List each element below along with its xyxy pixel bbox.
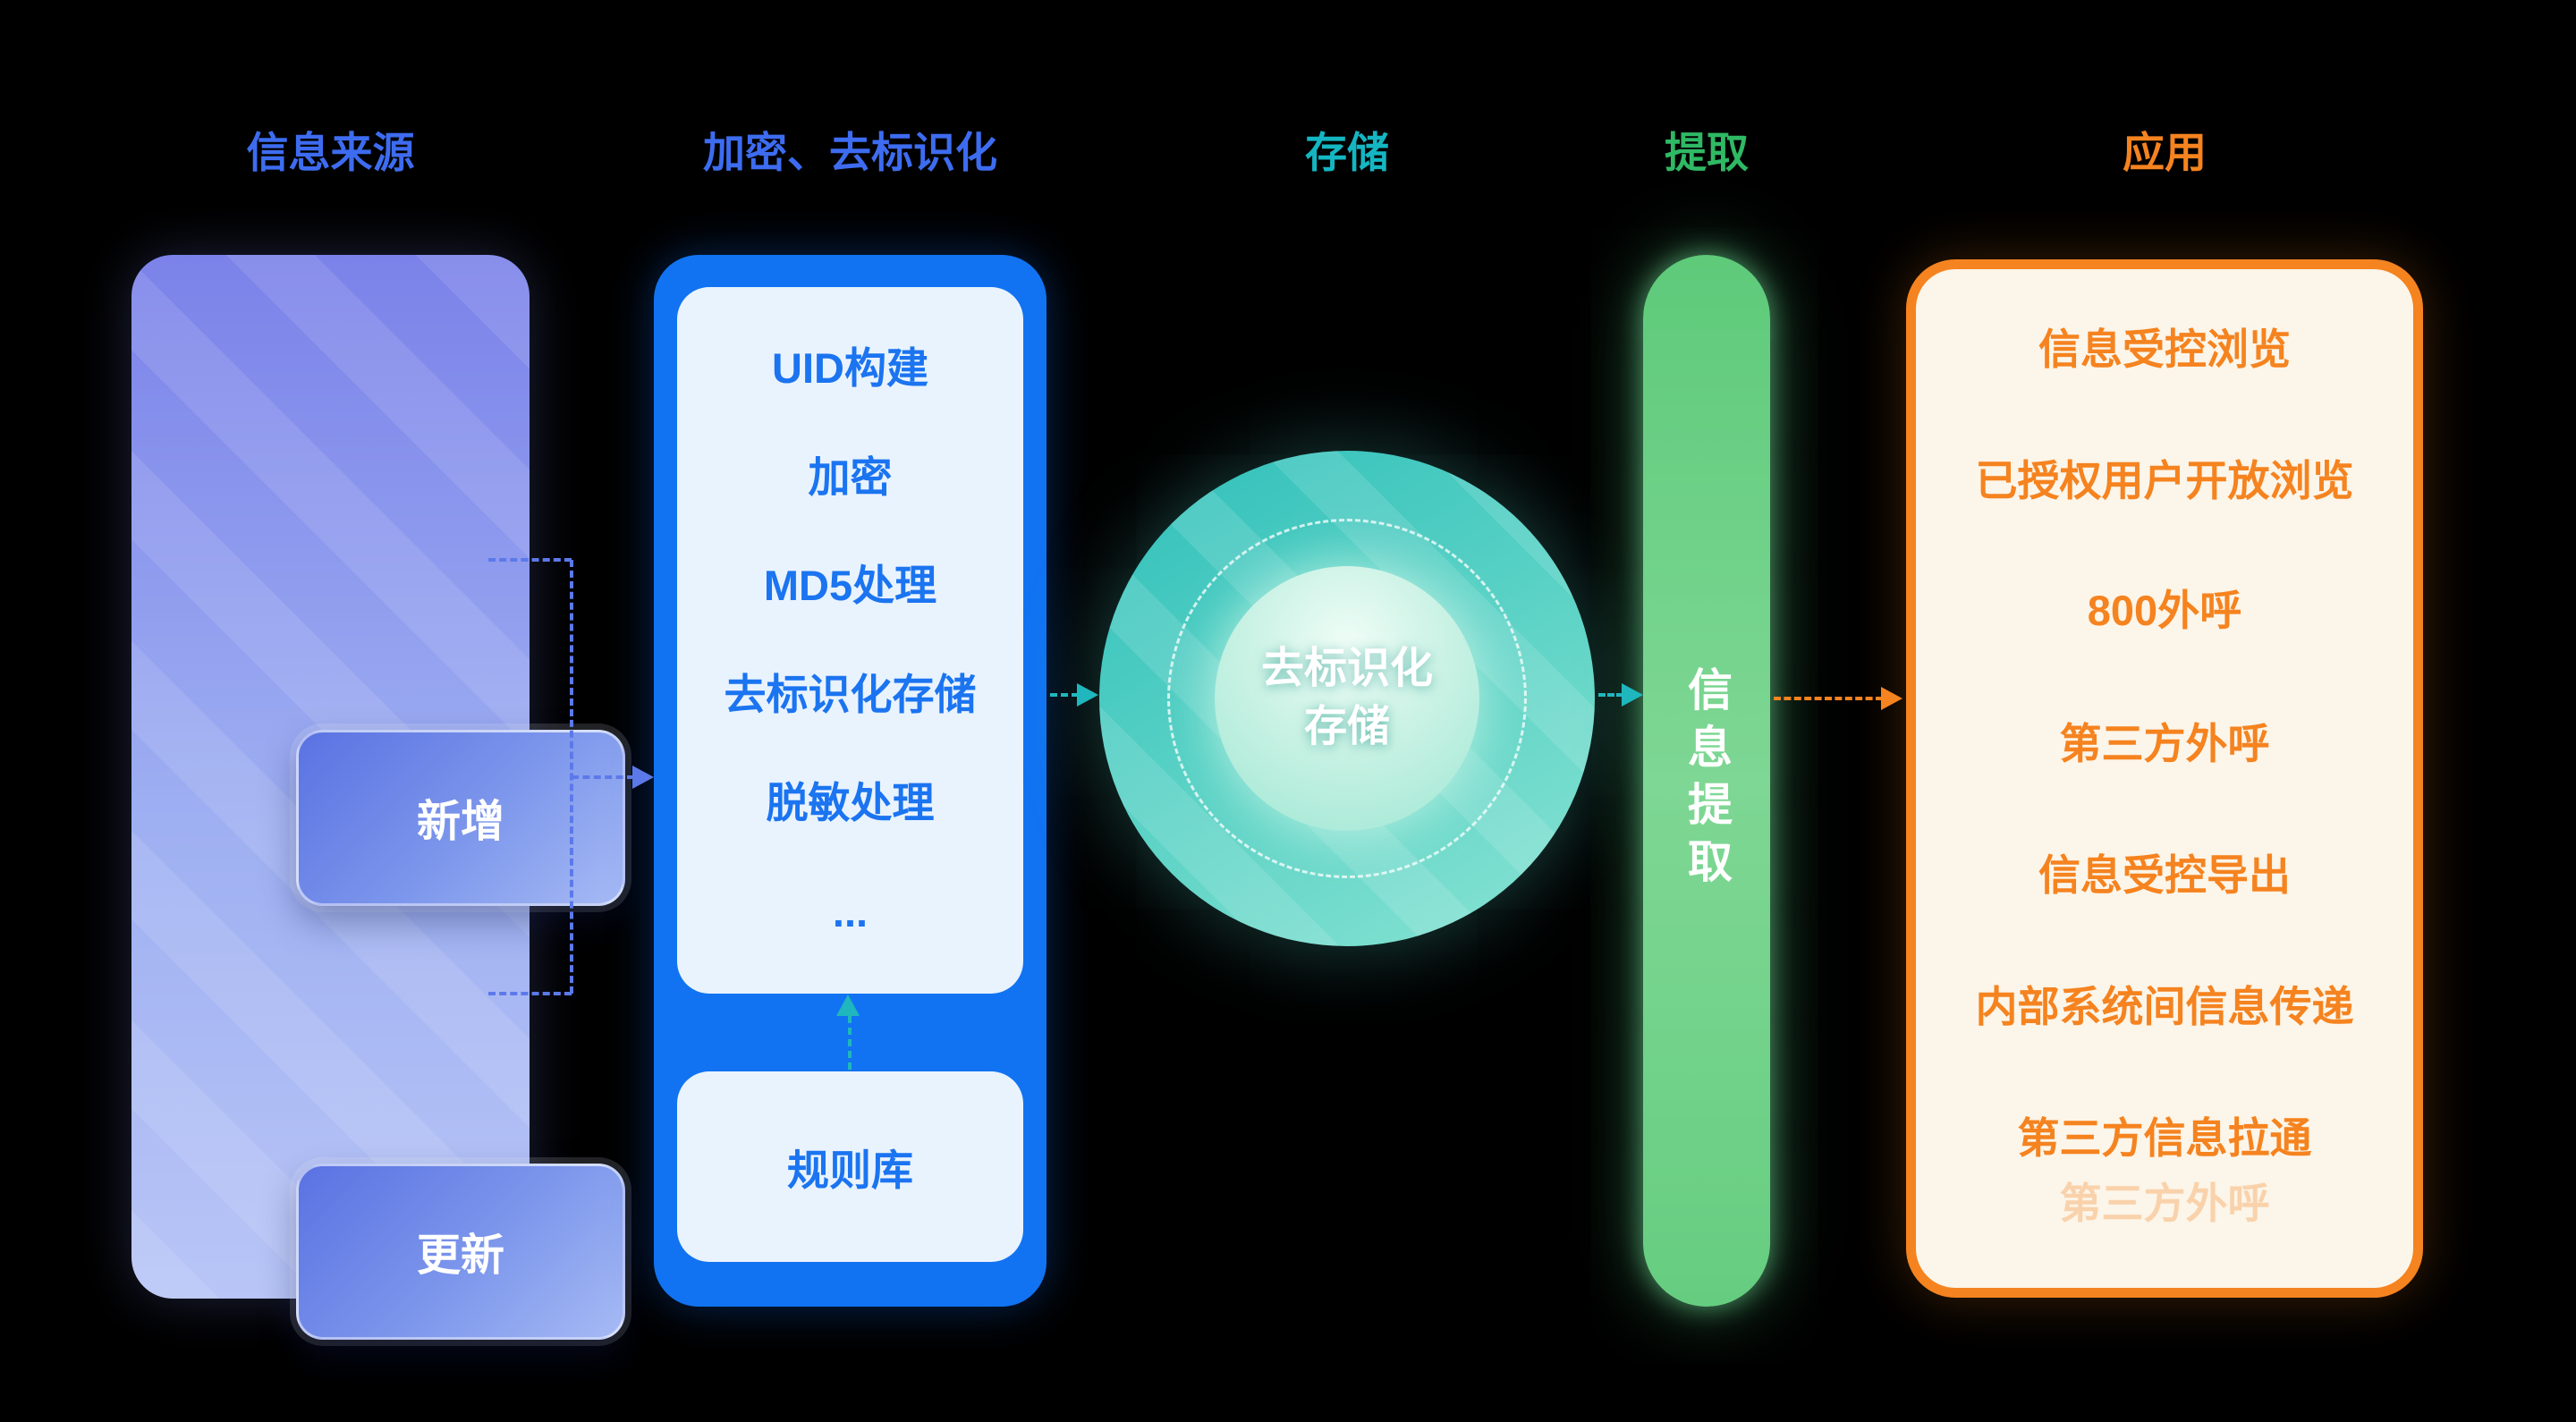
source-item-new: 新增 [296,730,625,906]
header-storage: 存储 [1305,129,1389,176]
arrow-source-to-encrypt [572,775,634,779]
arrow-extract-to-apps [1774,697,1883,700]
header-apps: 应用 [2123,129,2207,176]
arrowhead-rulelib-to-steps [836,995,860,1016]
storage-core: 去标识化 存储 [1215,566,1479,831]
arrow-storage-to-extract [1598,693,1623,697]
encrypt-step-more: ... [832,887,869,935]
app-item-internal-transfer: 内部系统间信息传递 [1975,983,2354,1030]
source-item-update-label: 更新 [416,1232,504,1280]
app-item-authorized-browse: 已授权用户开放浏览 [1975,457,2354,504]
arrowhead-source-to-encrypt [632,766,654,789]
app-item-800-outbound: 800外呼 [2087,587,2242,634]
arrowhead-encrypt-to-storage [1077,683,1098,707]
extract-bar: 信息提取 [1643,255,1770,1307]
encrypt-step-encrypt: 加密 [808,453,893,501]
storage-dashed-ring [1167,519,1527,878]
header-source: 信息来源 [246,129,415,176]
encrypt-step-deid-store: 去标识化存储 [724,670,977,718]
encrypt-step-uid: UID构建 [772,344,928,393]
app-item-thirdparty-sync: 第三方信息拉通 [2017,1114,2312,1162]
source-panel: 新增 更新 [131,255,625,1340]
app-item-thirdparty-outbound: 第三方外呼 [2059,720,2270,767]
arrow-new-to-junction [488,558,572,562]
source-item-new-label: 新增 [416,798,504,846]
extract-bar-label: 信息提取 [1682,666,1732,895]
storage-core-label-line1: 去标识化 [1260,645,1433,693]
arrowhead-storage-to-extract [1622,683,1643,707]
arrow-encrypt-to-storage [1050,693,1079,697]
apps-panel: 信息受控浏览 已授权用户开放浏览 800外呼 第三方外呼 信息受控导出 内部系统… [1906,259,2423,1298]
arrow-update-to-junction [488,992,572,995]
app-item-controlled-export: 信息受控导出 [2038,851,2291,899]
arrowhead-extract-to-apps [1881,687,1902,710]
source-item-update: 更新 [296,1164,625,1340]
app-item-thirdparty-outbound-faded: 第三方外呼 [2059,1180,2270,1227]
header-extract: 提取 [1665,129,1749,176]
rule-library-label: 规则库 [787,1147,913,1194]
rule-library-panel: 规则库 [677,1071,1023,1262]
encrypt-step-md5: MD5处理 [763,562,937,610]
encrypt-step-mask: 脱敏处理 [766,779,935,827]
encrypt-steps-panel: UID构建 加密 MD5处理 去标识化存储 脱敏处理 ... [677,287,1023,994]
storage-core-label-line2: 存储 [1303,703,1390,750]
app-item-controlled-browse: 信息受控浏览 [2038,326,2291,373]
arrow-rulelib-to-steps [848,1016,852,1070]
header-encrypt: 加密、去标识化 [703,129,997,176]
storage-circle: 去标识化 存储 [1099,451,1595,946]
